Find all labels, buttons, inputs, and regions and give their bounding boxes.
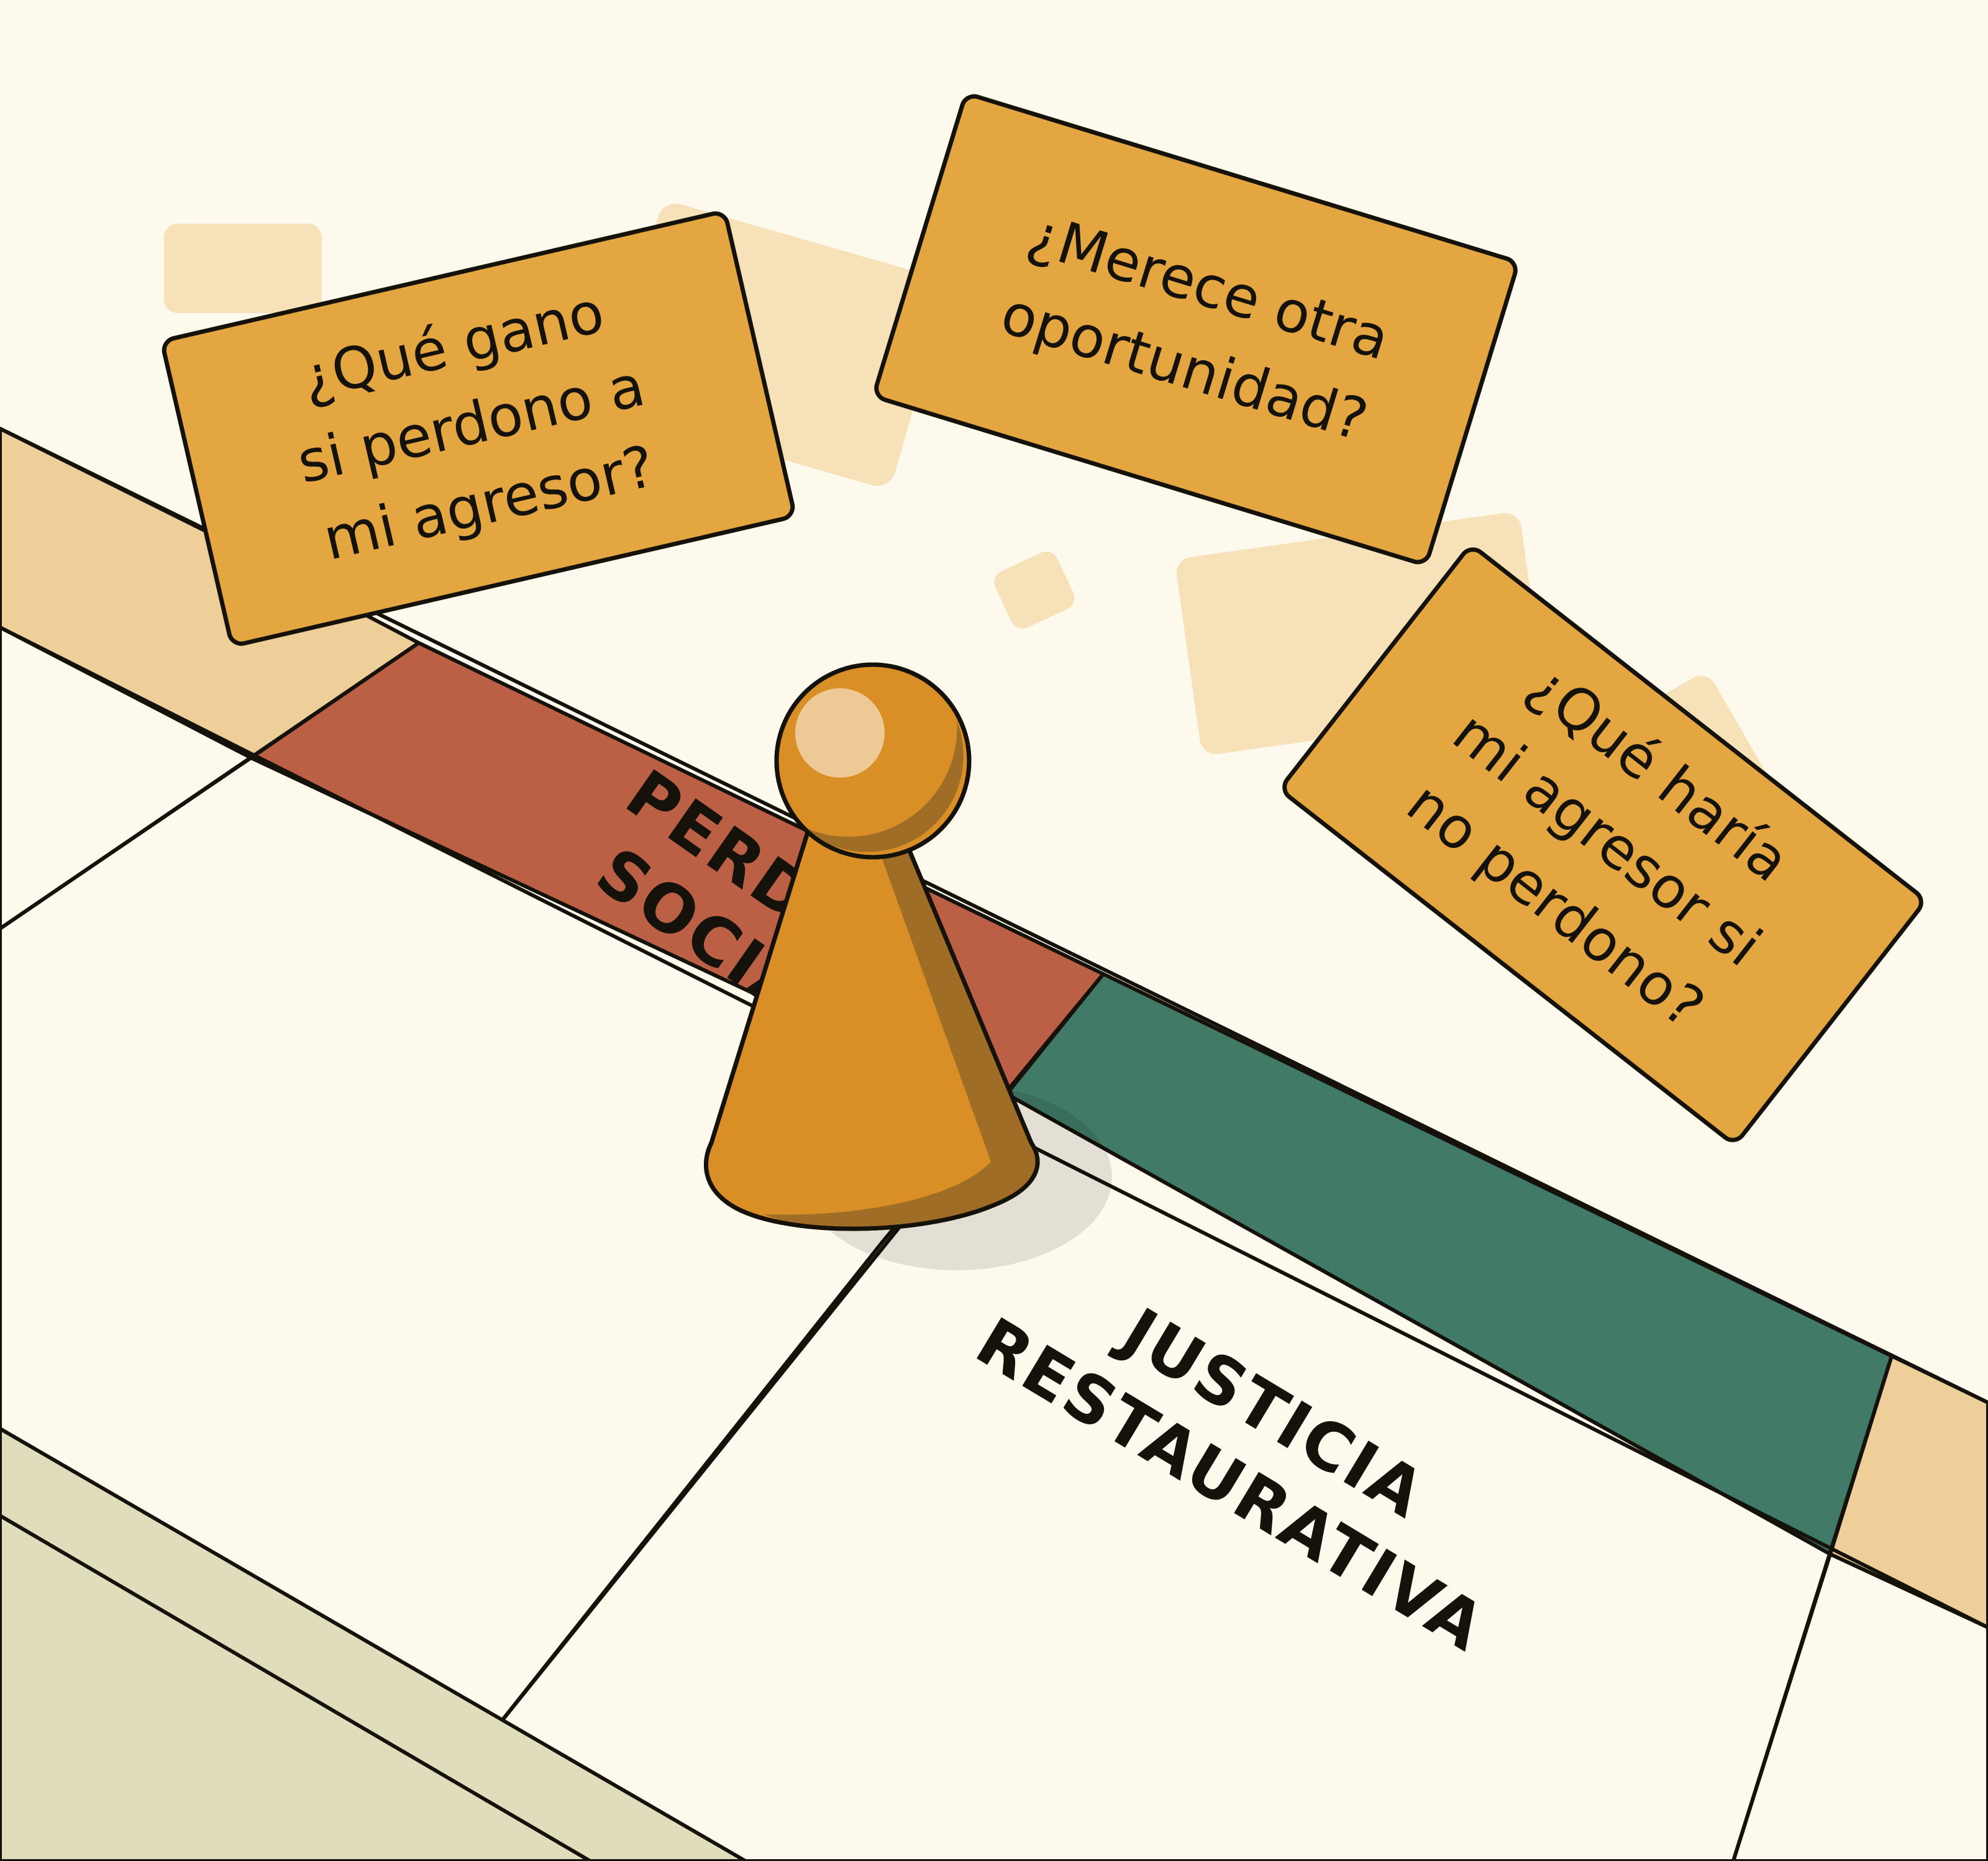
pawn-head-outline (774, 662, 972, 860)
card-face (874, 94, 1518, 565)
question-card-que-gano[interactable]: ¿Qué gano si perdono a mi agresor? (162, 211, 795, 646)
board-edge (0, 1426, 749, 1861)
board-track (0, 427, 1988, 1861)
game-pawn-icon[interactable] (703, 662, 1112, 1270)
pawn-body-shade (764, 842, 1038, 1229)
card-face (1282, 547, 1923, 1142)
pawn-head-shade (801, 721, 964, 852)
question-card-merece[interactable]: ¿Merece otra oportunidad? (873, 93, 1518, 565)
card-face (162, 211, 795, 646)
pawn-body-outline (703, 830, 1040, 1231)
pawn-head-highlight (795, 688, 885, 778)
